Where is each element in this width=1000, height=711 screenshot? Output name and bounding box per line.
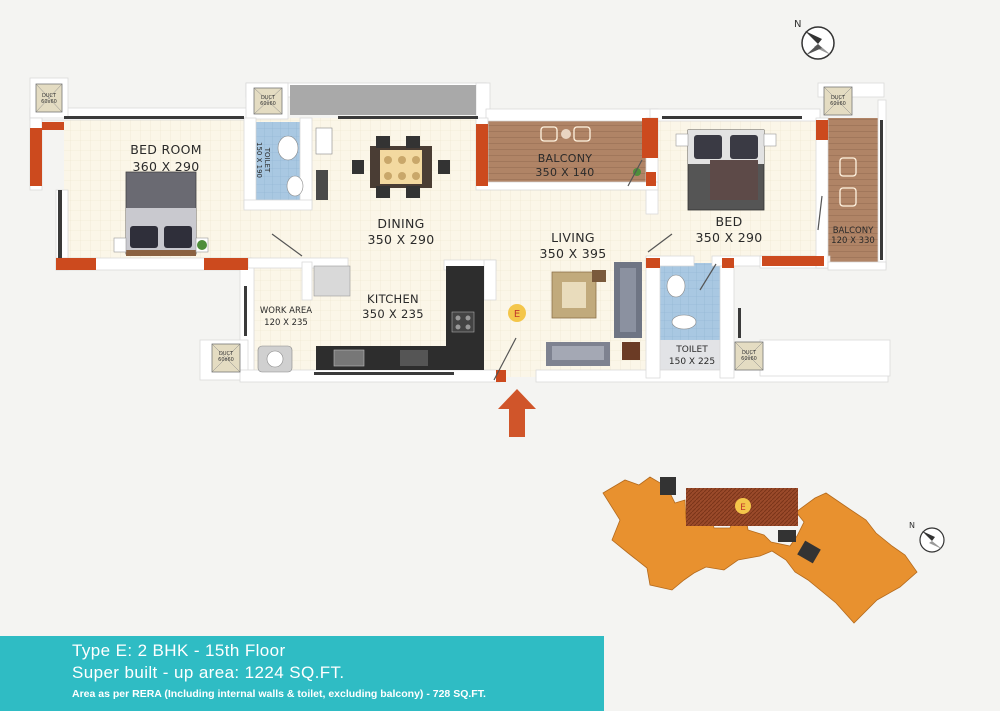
bedroom2-size: 350 X 290 — [696, 230, 763, 245]
toilet1-name: TOILET — [263, 147, 271, 173]
duct-label-5: DUCT — [742, 350, 757, 356]
windows — [58, 116, 883, 375]
balcony2-floor — [825, 118, 882, 266]
skylight — [290, 85, 476, 115]
toilet2-floor — [660, 263, 720, 347]
duct-size-5: 60x60 — [741, 356, 757, 362]
dining-name: DINING — [377, 216, 424, 231]
toilet1-fixtures — [277, 127, 333, 200]
work-area-name: WORK AREA — [260, 306, 312, 316]
balcony2-size: 120 X 330 — [831, 236, 875, 246]
balcony2-furniture — [839, 157, 857, 207]
duct-label-1: DUCT — [42, 93, 57, 99]
key-plan-marker-letter: E — [740, 503, 746, 513]
duct-size-1: 60x60 — [41, 99, 57, 105]
duct-boxes — [35, 83, 853, 373]
dining-size: 350 X 290 — [368, 232, 435, 247]
compass-icon: N — [794, 19, 835, 60]
bed-1 — [113, 171, 209, 256]
info-box: Type E: 2 BHK - 15th Floor Super built -… — [0, 636, 604, 711]
toilet2-fixtures — [666, 274, 697, 330]
balcony2-name: BALCONY — [833, 226, 874, 236]
rera-area-note: Area as per RERA (Including internal wal… — [72, 688, 486, 700]
kitchen-fixtures — [257, 265, 484, 373]
balcony1-size: 350 X 140 — [535, 166, 594, 179]
balcony1-name: BALCONY — [538, 152, 593, 165]
living-name: LIVING — [551, 230, 595, 245]
bedroom1-name: BED ROOM — [130, 142, 202, 157]
key-plan-compass-icon: N — [909, 521, 945, 553]
duct-label-2: DUCT — [261, 95, 276, 101]
key-plan: E — [602, 476, 918, 624]
toilet1-size: 150 X 190 — [255, 142, 263, 178]
balcony1-furniture — [540, 126, 641, 176]
entrance-marker-letter: E — [514, 309, 520, 320]
living-size: 350 X 395 — [540, 246, 607, 261]
duct-label-4: DUCT — [219, 351, 234, 357]
compass-north-label: N — [794, 19, 801, 30]
toilet2-size: 150 X 225 — [669, 357, 715, 367]
duct-size-4: 60x60 — [218, 357, 234, 363]
accent-walls — [30, 118, 828, 382]
duct-size-2: 60x60 — [260, 101, 276, 107]
bedroom1-size: 360 X 290 — [133, 159, 200, 174]
kitchen-size: 350 X 235 — [362, 307, 424, 321]
super-built-up-area: Super built - up area: 1224 SQ.FT. — [72, 663, 345, 682]
duct-size-3: 60x60 — [830, 101, 846, 107]
bedroom2-name: BED — [716, 214, 743, 229]
entrance-marker: E — [508, 304, 526, 322]
unit-type-title: Type E: 2 BHK - 15th Floor — [72, 641, 286, 660]
kitchen-name: KITCHEN — [367, 292, 419, 306]
door-swings — [271, 159, 823, 381]
duct-label-3: DUCT — [831, 95, 846, 101]
dining-table — [352, 136, 450, 198]
key-plan-compass-north: N — [909, 521, 915, 530]
entrance-arrow-icon — [498, 389, 536, 437]
living-furniture — [546, 262, 642, 366]
toilet2-name: TOILET — [675, 345, 708, 355]
bed-2 — [675, 129, 777, 211]
work-area-size: 120 X 235 — [264, 318, 308, 328]
